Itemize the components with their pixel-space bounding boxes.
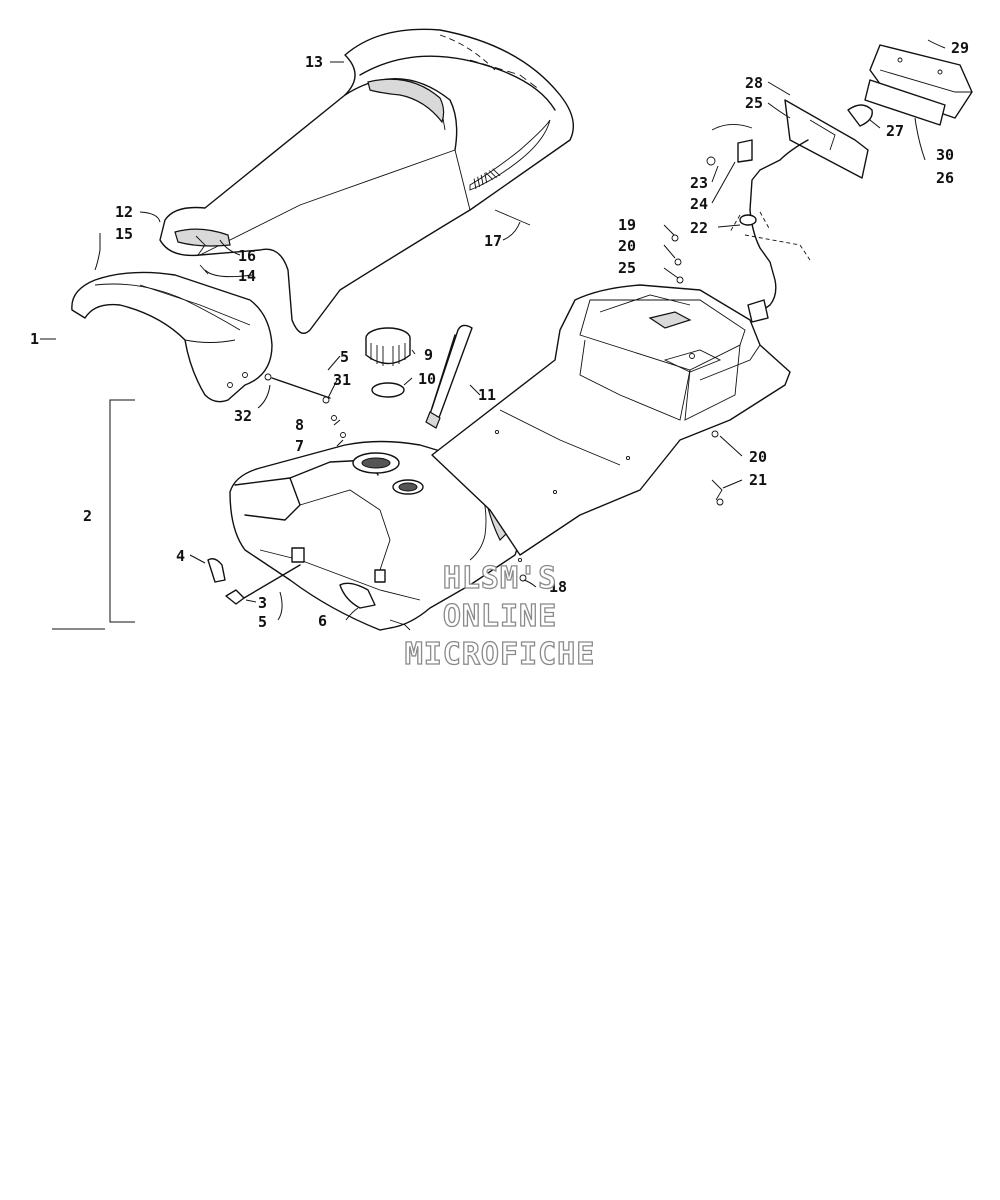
callout-10: 10 (418, 370, 436, 388)
callout-26: 26 (936, 169, 954, 187)
watermark-line-1: HLSM'S (443, 561, 557, 596)
callout-12: 12 (115, 203, 133, 221)
watermark-line-2: ONLINE (443, 599, 557, 634)
callout-5-upper: 5 (340, 348, 349, 366)
callout-19: 19 (618, 216, 636, 234)
callout-16: 16 (238, 247, 256, 265)
callout-22: 22 (690, 219, 708, 237)
callout-3: 3 (258, 594, 267, 612)
callout-8: 8 (295, 416, 304, 434)
fuel-gauge-drawing (425, 324, 473, 429)
callout-32: 32 (234, 407, 252, 425)
callout-4: 4 (176, 547, 185, 565)
callout-14: 14 (238, 267, 256, 285)
hardware-drawing (195, 209, 724, 605)
callout-6: 6 (318, 612, 327, 630)
leader-lines (40, 39, 946, 630)
callout-13: 13 (305, 53, 323, 71)
callout-11: 11 (478, 386, 496, 404)
callout-20-upper: 20 (618, 237, 636, 255)
watermark-line-3: MICROFICHE (405, 637, 596, 672)
watermark: HLSM'S ONLINE MICROFICHE (404, 560, 596, 672)
callout-23: 23 (690, 174, 708, 192)
callout-7: 7 (295, 437, 304, 455)
callout-20-lower: 20 (749, 448, 767, 466)
callout-2: 2 (83, 507, 92, 525)
taillight-drawing (706, 44, 973, 323)
callout-15: 15 (115, 225, 133, 243)
gas-cap-drawing (365, 327, 411, 398)
callout-25-lower: 25 (618, 259, 636, 277)
callout-29: 29 (951, 39, 969, 57)
callout-labels: 1 2 3 4 5 5 6 7 8 9 10 11 12 13 14 15 16… (30, 39, 969, 631)
callout-1: 1 (30, 330, 39, 348)
callout-31: 31 (333, 371, 351, 389)
callout-18: 18 (549, 578, 567, 596)
callout-28: 28 (745, 74, 763, 92)
callout-5-lower: 5 (258, 613, 267, 631)
callout-30: 30 (936, 146, 954, 164)
rear-tray-drawing (431, 284, 791, 563)
seat-drawing: ////\\\ (159, 28, 574, 334)
callout-25-upper: 25 (745, 94, 763, 112)
callout-27: 27 (886, 122, 904, 140)
callout-24: 24 (690, 195, 708, 213)
rear-trim-drawing (71, 271, 273, 403)
callout-17: 17 (484, 232, 502, 250)
callout-21: 21 (749, 471, 767, 489)
callout-9: 9 (424, 346, 433, 364)
